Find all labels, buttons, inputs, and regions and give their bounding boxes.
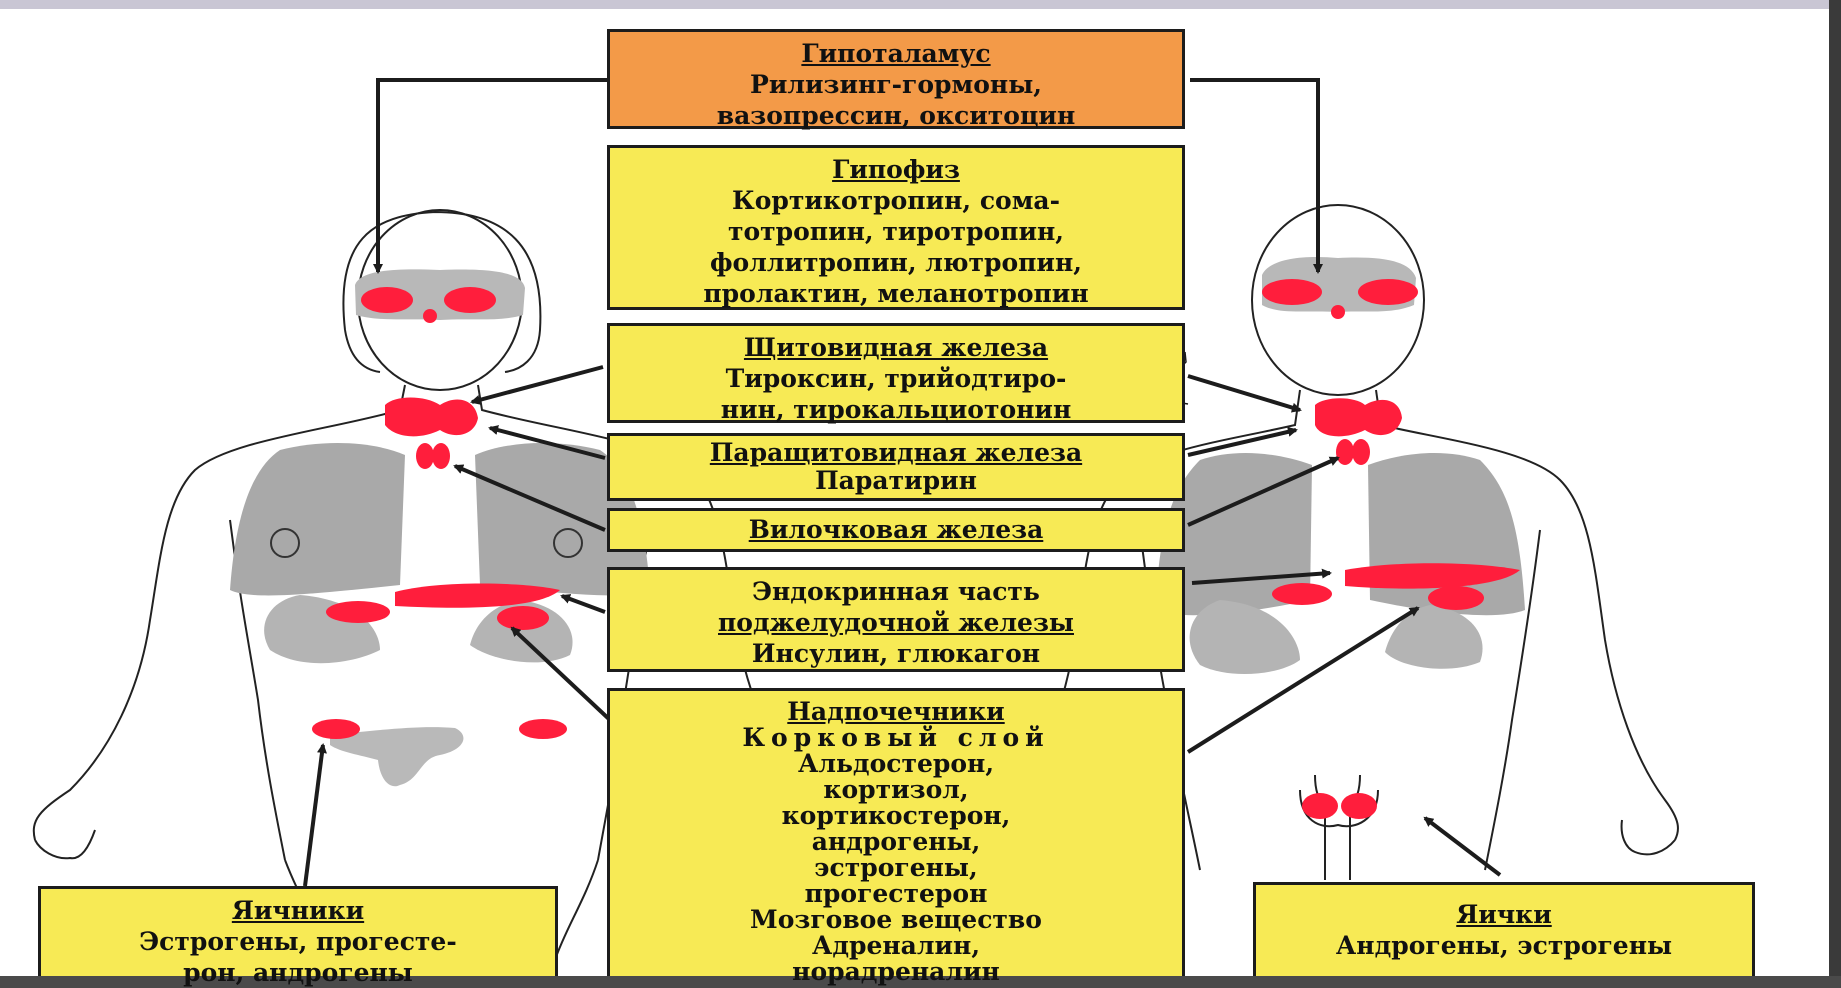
hypothalamus-line-2: вазопрессин, окситоцин (610, 100, 1182, 131)
testes-line-1: Андрогены, эстрогены (1256, 930, 1752, 961)
pancreas-line-3: Инсулин, глюкагон (610, 638, 1182, 669)
adrenals-line-2: Альдостерон, (610, 751, 1182, 777)
male-organs (1155, 257, 1525, 674)
ovaries-box: Яичники Эстрогены, прогесте- рон, андрог… (38, 886, 558, 976)
pituitary-line-2: тотропин, тиротропин, (610, 216, 1182, 247)
adrenals-line-5: андрогены, (610, 829, 1182, 855)
pancreas-box: Эндокринная часть поджелудочной железы И… (607, 567, 1185, 672)
pituitary-box: Гипофиз Кортикотропин, сома- тотропин, т… (607, 145, 1185, 310)
ovaries-title: Яичники (41, 895, 555, 926)
arrow-parathyroid-male (1188, 430, 1296, 455)
adrenals-line-7: прогестерон (610, 881, 1182, 907)
thyroid-line-1: Тироксин, трийодтиро- (610, 363, 1182, 394)
arrow-hypothalamus-male (1190, 80, 1318, 272)
testes-title: Яички (1256, 899, 1752, 930)
adrenals-line-9: Адреналин, (610, 933, 1182, 959)
pituitary-line-3: фоллитропин, лютропин, (610, 247, 1182, 278)
ovaries-line-2: рон, андрогены (41, 957, 555, 988)
thyroid-title: Щитовидная железа (610, 332, 1182, 363)
thyroid-box: Щитовидная железа Тироксин, трийодтиро- … (607, 323, 1185, 423)
adrenals-line-6: эстрогены, (610, 855, 1182, 881)
pituitary-line-4: пролактин, меланотропин (610, 278, 1182, 309)
adrenals-line-10: норадреналин (610, 959, 1182, 985)
parathyroid-title: Паращитовидная железа (610, 439, 1182, 467)
parathyroid-box: Паращитовидная железа Паратирин (607, 433, 1185, 501)
pituitary-line-1: Кортикотропин, сома- (610, 185, 1182, 216)
adrenals-box: Надпочечники Корковый слой Альдостерон, … (607, 688, 1185, 976)
hypothalamus-box: Гипоталамус Рилизинг-гормоны, вазопресси… (607, 29, 1185, 129)
arrow-pancreas-female (562, 596, 605, 612)
pancreas-title: поджелудочной железы (610, 607, 1182, 638)
arrow-thyroid-female (472, 367, 603, 402)
right-frame-bar (1829, 0, 1841, 976)
thymus-box: Вилочковая железа (607, 508, 1185, 552)
arrow-hypothalamus-female (378, 80, 612, 272)
adrenals-line-1: Корковый слой (610, 725, 1182, 751)
thyroid-line-2: нин, тирокальциотонин (610, 394, 1182, 425)
parathyroid-line-1: Паратирин (610, 467, 1182, 495)
arrow-thyroid-male (1188, 376, 1300, 410)
pituitary-title: Гипофиз (610, 154, 1182, 185)
hypothalamus-title: Гипоталамус (610, 38, 1182, 69)
adrenals-line-8: Мозговое вещество (610, 907, 1182, 933)
hypothalamus-line-1: Рилизинг-гормоны, (610, 69, 1182, 100)
thymus-title: Вилочковая железа (610, 514, 1182, 545)
ovaries-line-1: Эстрогены, прогесте- (41, 926, 555, 957)
adrenals-line-4: кортикостерон, (610, 803, 1182, 829)
adrenals-line-3: кортизол, (610, 777, 1182, 803)
testes-box: Яички Андрогены, эстрогены (1253, 882, 1755, 976)
pancreas-line-1: Эндокринная часть (610, 576, 1182, 607)
adrenals-title: Надпочечники (610, 699, 1182, 725)
female-organs (230, 269, 650, 786)
arrow-ovary (305, 745, 323, 886)
